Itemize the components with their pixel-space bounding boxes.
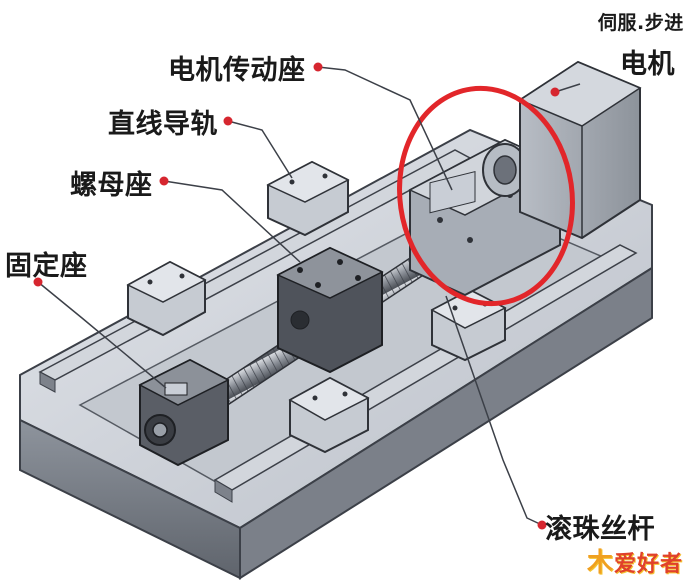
highlight-ellipse <box>397 85 575 307</box>
label-motor-seat: 电机传动座 <box>168 55 306 86</box>
nut-seat <box>276 246 384 374</box>
fixed-seat <box>138 358 230 467</box>
coupling <box>482 143 528 197</box>
watermark-logo: 木爱好者 <box>587 542 683 579</box>
label-fixed-seat: 固定座 <box>5 251 88 282</box>
label-ball-screw: 滚珠丝杆 <box>545 514 655 545</box>
label-motor-type: 伺服.步进 <box>598 12 684 34</box>
label-motor: 电机 <box>620 49 675 80</box>
rail-carriage-front-left <box>288 376 370 454</box>
servo-stepper-motor <box>518 60 642 240</box>
rail-carriage-back-right <box>266 160 350 237</box>
label-nut-seat: 螺母座 <box>70 170 153 201</box>
label-linear-rail: 直线导轨 <box>108 109 218 140</box>
leader-dots <box>33 62 560 530</box>
leader-lines <box>37 66 581 526</box>
rail-carriage-back-left <box>126 260 207 337</box>
watermark-text: 爱好者 <box>613 552 683 577</box>
watermark-mark: 木 <box>586 548 614 578</box>
